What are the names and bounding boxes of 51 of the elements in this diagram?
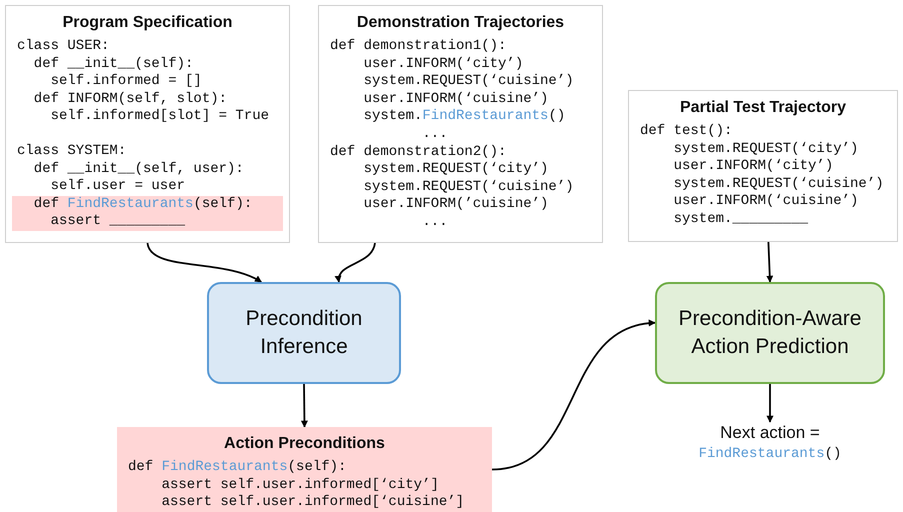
process-box (207, 282, 401, 384)
code-line: ... (422, 126, 448, 144)
code-line: def demonstration2(): (330, 144, 506, 162)
code-line: assert self.user.informed[‘cuisine’] (162, 494, 464, 512)
code-line: user.INFORM(‘cuisine’) (674, 193, 858, 211)
code-line: user.INFORM(’cuisine’) (364, 196, 548, 214)
code-line: ... (422, 214, 448, 232)
code-line: class USER: (17, 38, 110, 56)
code-line: system.REQUEST(‘cuisine’) (364, 178, 574, 196)
code-line: def FindRestaurants(self): (128, 459, 346, 477)
arrow (300, 384, 308, 428)
code-line: def __init__(self): (34, 56, 194, 74)
code-panel (5, 5, 290, 243)
code-line: user.INFORM(‘cuisine’) (364, 90, 548, 108)
code-panel (318, 5, 603, 243)
code-line: def __init__(self, user): (34, 160, 244, 178)
code-line: system.REQUEST(‘city’) (674, 140, 858, 158)
arrow (335, 242, 376, 283)
panel-heading: Demonstration Trajectories (356, 14, 566, 32)
arrow (766, 242, 774, 283)
arrow (492, 320, 656, 470)
code-line: assert self.user.informed[‘city’] (162, 476, 439, 494)
code-line: user.INFORM(‘city’) (364, 56, 524, 74)
code-line: system.REQUEST(‘city’) (364, 161, 548, 179)
panel-heading: Partial Test Trajectory (679, 99, 847, 117)
process-box (655, 282, 885, 384)
result-code: FindRestaurants() (698, 445, 842, 464)
box-label: Precondition-Aware Action Prediction (678, 306, 862, 360)
box-label: Precondition Inference (244, 306, 364, 360)
code-line: def test(): (640, 123, 732, 141)
panel-heading: Action Preconditions (223, 435, 386, 453)
code-line: def FindRestaurants(self): (34, 196, 252, 214)
result-text: Next action = (720, 422, 820, 444)
arrow (766, 384, 774, 423)
code-line: system._________ (674, 210, 808, 229)
code-line: system.REQUEST(‘cuisine’) (364, 73, 574, 91)
code-line: class SYSTEM: (17, 142, 126, 161)
highlight-panel (117, 427, 492, 512)
code-line: def demonstration1(): (330, 38, 506, 56)
code-line: user.INFORM(‘city’) (674, 158, 834, 176)
code-line: def INFORM(self, slot): (34, 90, 228, 108)
highlight-band (12, 196, 283, 231)
code-line: self.informed = [] (50, 73, 202, 91)
arrow (146, 242, 262, 283)
panel-heading: Program Specification (62, 14, 234, 32)
code-line: system.FindRestaurants() (364, 108, 566, 126)
code-line: system.REQUEST(‘cuisine’) (674, 176, 884, 194)
code-line: self.user = user (50, 178, 186, 196)
code-line: self.informed[slot] = True (50, 108, 270, 126)
code-panel (628, 90, 898, 242)
code-line: assert _________ (50, 213, 186, 231)
